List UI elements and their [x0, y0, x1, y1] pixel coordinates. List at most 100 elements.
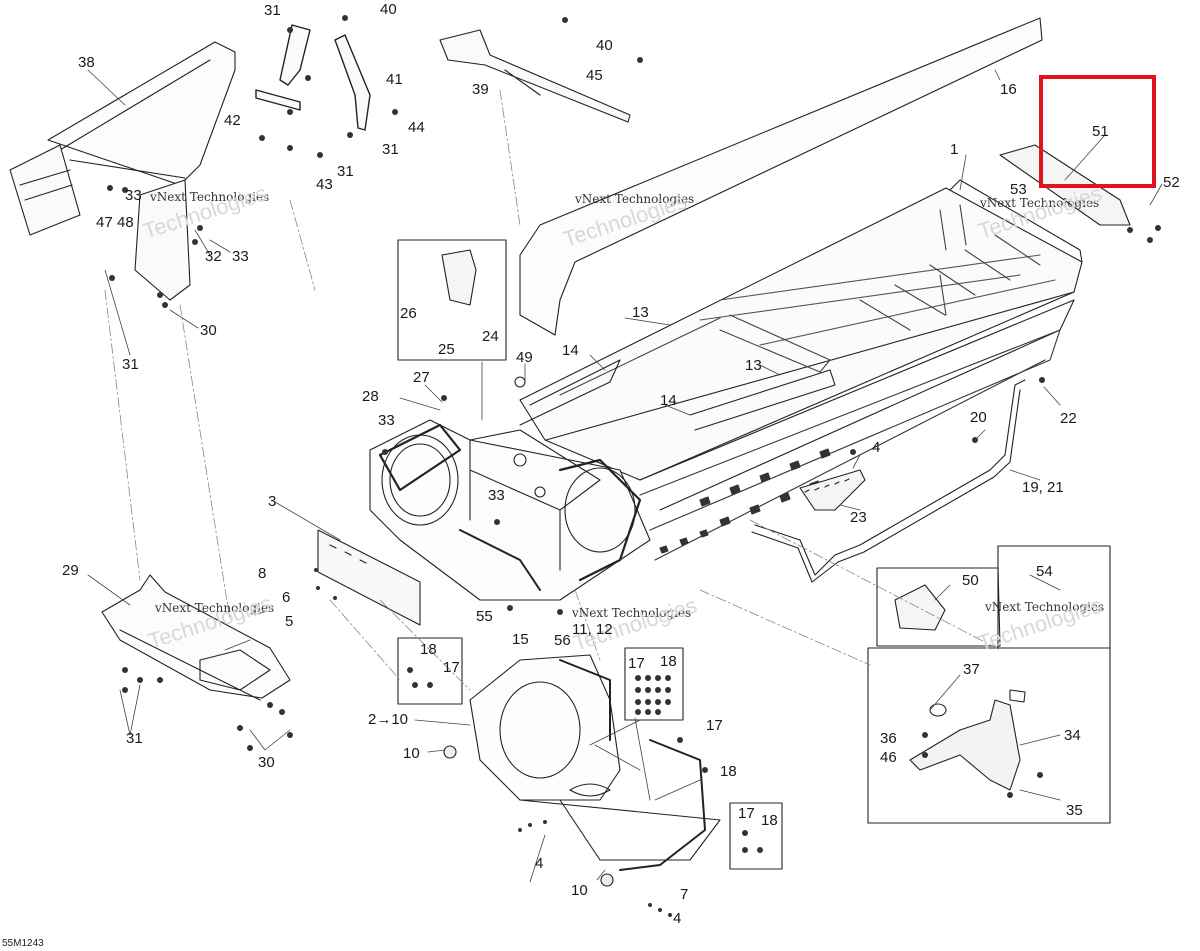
inset-box-suspension-34 — [867, 647, 1111, 824]
callout-10b: 10 — [403, 745, 420, 762]
watermark-2: vNext Technologies — [575, 192, 695, 206]
callout-53: 53 — [1010, 181, 1027, 198]
callout-54: 54 — [1036, 563, 1053, 580]
callout-17c: 17 — [706, 717, 723, 734]
callout-13b: 13 — [745, 357, 762, 374]
nuts-10 — [443, 376, 614, 887]
steering-arms-part-41 — [255, 24, 371, 131]
callout-32: 32 — [205, 248, 222, 265]
callout-2-10: 2→10 — [368, 712, 408, 728]
callout-8: 8 — [258, 565, 267, 582]
callout-22: 22 — [1060, 410, 1077, 427]
callout-24: 24 — [482, 328, 499, 345]
callout-18a: 18 — [420, 641, 437, 658]
callout-10c: 10 — [571, 882, 588, 899]
callout-18b: 18 — [660, 653, 677, 670]
callout-45: 45 — [586, 67, 603, 84]
highlight-box-part-51 — [1039, 75, 1156, 188]
callout-20: 20 — [970, 409, 987, 426]
callout-38: 38 — [78, 54, 95, 71]
tunnel-part-1 — [519, 179, 1083, 511]
callout-42: 42 — [224, 112, 241, 129]
callout-14a: 14 — [562, 342, 579, 359]
callout-43: 43 — [316, 176, 333, 193]
callout-3: 3 — [268, 493, 277, 510]
callout-27: 27 — [413, 369, 430, 386]
callout-49: 49 — [516, 349, 533, 366]
fasteners — [107, 15, 1161, 917]
callout-37: 37 — [963, 661, 980, 678]
watermark-3: vNext Technologies — [980, 196, 1100, 210]
support-bar-part-19 — [751, 379, 1026, 583]
callout-17a: 17 — [443, 659, 460, 676]
callout-40: 40 — [380, 1, 397, 18]
callout-19-21: 19, 21 — [1022, 479, 1064, 496]
callout-55: 55 — [476, 608, 493, 625]
callout-36: 36 — [880, 730, 897, 747]
callout-13a: 13 — [632, 304, 649, 321]
leader-lines — [87, 69, 1163, 883]
callout-33b: 33 — [232, 248, 249, 265]
callout-33c: 33 — [378, 412, 395, 429]
lower-frame-part-2 — [469, 654, 721, 871]
watermark-6: vNext Technologies — [985, 600, 1105, 614]
callout-44: 44 — [408, 119, 425, 136]
callout-6: 6 — [282, 589, 291, 606]
callout-5: 5 — [285, 613, 294, 630]
chassis-frame — [369, 419, 651, 601]
callout-4a: 4 — [872, 439, 881, 456]
inset-box-bracket-50 — [876, 567, 1001, 647]
callout-46: 46 — [880, 749, 897, 766]
callout-14b: 14 — [660, 392, 677, 409]
watermark-5: vNext Technologies — [572, 606, 692, 620]
callout-31e: 31 — [126, 730, 143, 747]
callout-52: 52 — [1163, 174, 1180, 191]
callout-11-12: 11, 12 — [572, 621, 613, 638]
callout-4c: 4 — [673, 910, 682, 927]
callout-10a: 10 — [391, 711, 409, 728]
callout-30b: 30 — [258, 754, 275, 771]
callout-23: 23 — [850, 509, 867, 526]
callout-16: 16 — [1000, 81, 1017, 98]
callout-15: 15 — [512, 631, 529, 648]
callout-2: 2 — [368, 711, 377, 728]
callout-31c: 31 — [337, 163, 354, 180]
callout-50: 50 — [962, 572, 979, 589]
footrest-part-23 — [799, 469, 866, 511]
inset-box-fasteners-a — [397, 637, 783, 870]
callout-7: 7 — [680, 886, 689, 903]
callout-26: 26 — [400, 305, 417, 322]
rear-flap-part-16 — [519, 17, 1043, 336]
bumper-plate-part-3 — [317, 529, 421, 626]
watermark-4: vNext Technologies — [155, 601, 275, 615]
watermark-1: vNext Technologies — [150, 190, 270, 204]
arrow-icon: → — [376, 711, 392, 728]
callout-41: 41 — [386, 71, 403, 88]
skid-plate-part-29 — [101, 574, 291, 701]
callout-48: 48 — [117, 214, 134, 231]
callout-17b: 17 — [628, 655, 645, 672]
callout-17d: 17 — [738, 805, 755, 822]
steering-rod-part-39 — [439, 29, 631, 123]
running-board-holes — [639, 329, 1061, 561]
reference-lines — [104, 89, 1001, 691]
callout-31d: 31 — [122, 356, 139, 373]
callout-40b: 40 — [596, 37, 613, 54]
callout-18c: 18 — [720, 763, 737, 780]
inset-box-bracket — [397, 239, 507, 361]
callout-29: 29 — [62, 562, 79, 579]
callout-51: 51 — [1092, 123, 1109, 140]
callout-35: 35 — [1066, 802, 1083, 819]
callout-39: 39 — [472, 81, 489, 98]
callout-31b: 31 — [382, 141, 399, 158]
callout-31: 31 — [264, 2, 281, 19]
callout-18d: 18 — [761, 812, 778, 829]
callout-30: 30 — [200, 322, 217, 339]
steering-column-part-38 — [9, 41, 236, 301]
callout-33d: 33 — [488, 487, 505, 504]
callout-28: 28 — [362, 388, 379, 405]
callout-1: 1 — [950, 141, 959, 158]
callout-47: 47 — [96, 214, 113, 231]
callout-34: 34 — [1064, 727, 1081, 744]
callout-56: 56 — [554, 632, 571, 649]
